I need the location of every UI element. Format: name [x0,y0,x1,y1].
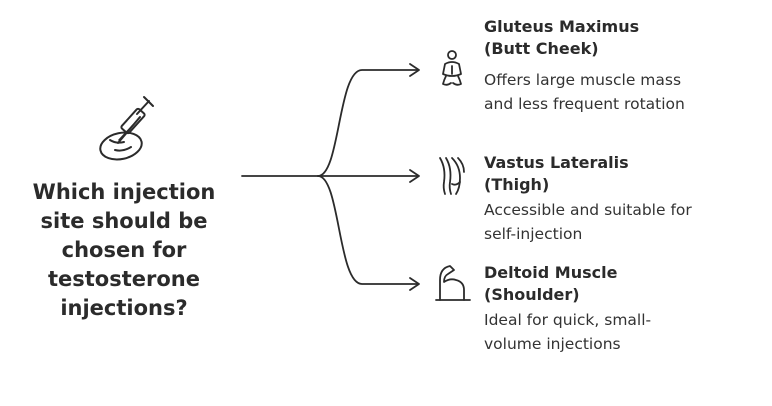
arrowhead-glute [409,63,420,77]
buttocks-icon [442,50,462,86]
option-title: Deltoid Muscle (Shoulder) [484,263,618,304]
thigh-icon [439,157,465,195]
option-title: Vastus Lateralis (Thigh) [484,153,629,194]
flexed-arm-icon [435,265,471,301]
option-description: Accessible and suitable for self-injecti… [484,201,692,243]
option-gluteus-maximus: Gluteus Maximus (Butt Cheek) Offers larg… [484,16,764,116]
arrowhead-deltoid [409,277,420,291]
central-question: Which injection site should be chosen fo… [32,180,216,320]
branch-to-glute [317,69,419,177]
syringe-icon [99,96,154,161]
option-vastus-lateralis: Vastus Lateralis (Thigh) Accessible and … [484,152,764,246]
connector-lines [241,63,420,291]
branch-to-deltoid [317,175,419,285]
option-title: Gluteus Maximus (Butt Cheek) [484,17,640,58]
option-deltoid-muscle: Deltoid Muscle (Shoulder) Ideal for quic… [484,262,764,356]
option-description: Ideal for quick, small- volume injection… [484,311,652,353]
arrowhead-vastus [409,169,420,183]
option-description: Offers large muscle mass and less freque… [484,71,685,113]
